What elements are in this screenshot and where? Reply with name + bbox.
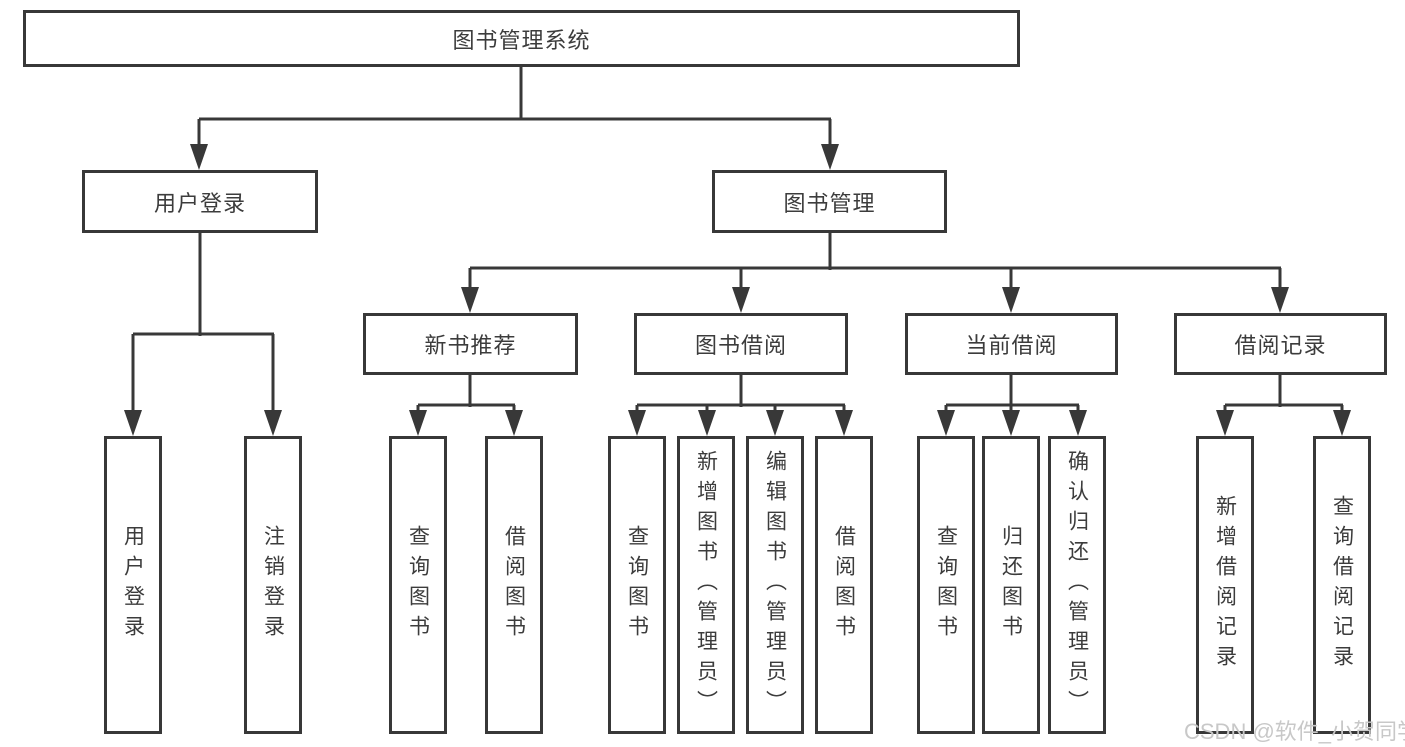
- leaf-return-book-label: 归还图书: [999, 525, 1023, 645]
- leaf-logout-label: 注销登录: [261, 525, 285, 645]
- node-book-management-label: 图书管理: [783, 190, 876, 216]
- node-book-borrow: 图书借阅: [634, 313, 848, 375]
- leaf-add-borrow-record: 新增借阅记录: [1196, 436, 1254, 734]
- connector-book-borrow-group: [628, 375, 853, 436]
- leaf-query-book-3: 查询图书: [917, 436, 975, 734]
- connector-root-to-level2: [190, 66, 839, 170]
- leaf-add-book-admin-label: 新增图书（管理员）: [694, 450, 718, 720]
- leaf-user-login: 用户登录: [104, 436, 162, 734]
- leaf-query-book-2-label: 查询图书: [625, 525, 649, 645]
- leaf-edit-book-admin: 编辑图书（管理员）: [746, 436, 804, 734]
- leaf-borrow-book-2: 借阅图书: [815, 436, 873, 734]
- leaf-query-book-2: 查询图书: [608, 436, 666, 734]
- node-borrow-record: 借阅记录: [1174, 313, 1387, 375]
- node-current-borrow: 当前借阅: [905, 313, 1118, 375]
- leaf-add-borrow-record-label: 新增借阅记录: [1213, 495, 1237, 675]
- leaf-query-book-1-label: 查询图书: [406, 525, 430, 645]
- node-borrow-record-label: 借阅记录: [1234, 333, 1327, 358]
- leaf-query-book-3-label: 查询图书: [934, 525, 958, 645]
- leaf-query-book-1: 查询图书: [389, 436, 447, 734]
- connector-book-mgmt-to-level3: [461, 233, 1289, 313]
- node-user-login: 用户登录: [82, 170, 318, 233]
- node-root: 图书管理系统: [23, 10, 1020, 67]
- leaf-query-borrow-record: 查询借阅记录: [1313, 436, 1371, 734]
- leaf-edit-book-admin-label: 编辑图书（管理员）: [763, 450, 787, 720]
- leaf-return-book: 归还图书: [982, 436, 1040, 734]
- leaf-confirm-return-admin-label: 确认归还（管理员）: [1065, 450, 1089, 720]
- node-current-borrow-label: 当前借阅: [965, 333, 1058, 358]
- leaf-borrow-book-1: 借阅图书: [485, 436, 543, 734]
- leaf-add-book-admin: 新增图书（管理员）: [677, 436, 735, 734]
- node-book-management: 图书管理: [712, 170, 947, 233]
- node-new-book-recommend: 新书推荐: [363, 313, 578, 375]
- leaf-user-login-label: 用户登录: [121, 525, 145, 645]
- leaf-query-borrow-record-label: 查询借阅记录: [1330, 495, 1354, 675]
- connector-new-book-group: [409, 375, 523, 436]
- leaf-logout: 注销登录: [244, 436, 302, 734]
- connector-user-login-group: [124, 233, 282, 436]
- leaf-borrow-book-1-label: 借阅图书: [502, 525, 526, 645]
- connector-current-borrow-group: [937, 375, 1087, 436]
- node-root-label: 图书管理系统: [452, 27, 591, 53]
- leaf-borrow-book-2-label: 借阅图书: [832, 525, 856, 645]
- csdn-watermark: CSDN @软件_小贺同学: [1184, 719, 1405, 744]
- leaf-confirm-return-admin: 确认归还（管理员）: [1048, 436, 1106, 734]
- node-new-book-recommend-label: 新书推荐: [424, 333, 517, 358]
- node-book-borrow-label: 图书借阅: [694, 333, 787, 358]
- connector-borrow-record-group: [1216, 375, 1351, 436]
- node-user-login-label: 用户登录: [153, 190, 246, 216]
